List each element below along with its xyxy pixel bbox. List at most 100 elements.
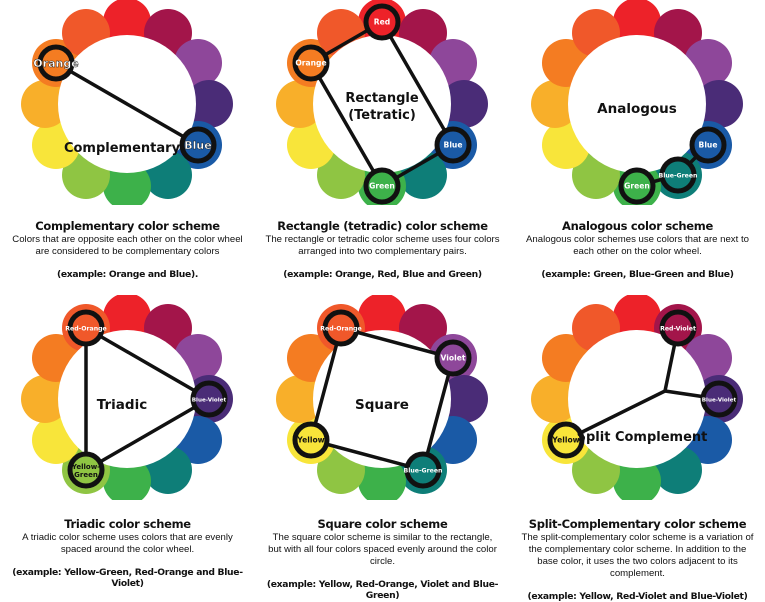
- rectangle-caption: Rectangle (tetradic) color scheme The re…: [255, 219, 510, 280]
- segment-label-blue: Blue: [444, 141, 463, 150]
- highlight-ring-yellow: [547, 421, 585, 459]
- segment-label-blue-green: Blue-Green: [404, 468, 443, 475]
- segment-label-blue-violet: Blue-Violet: [192, 398, 227, 404]
- analogous-title: Analogous color scheme: [562, 219, 713, 233]
- color-circle-green: [358, 457, 406, 500]
- square-caption: Square color scheme The square color sch…: [255, 517, 510, 601]
- split-complementary-example: (example: Yellow, Red-Violet and Blue-Vi…: [527, 591, 748, 602]
- segment-label-orange: Orange: [33, 57, 78, 70]
- wheel-center: [313, 330, 451, 468]
- highlight-ring-blue: [434, 126, 472, 164]
- rectangle-title: Rectangle (tetradic) color scheme: [277, 219, 488, 233]
- color-circle-green: [613, 457, 661, 500]
- segment-label-blue: Blue: [699, 141, 718, 150]
- center-label: Analogous: [597, 101, 677, 117]
- highlight-ring-orange: [292, 44, 330, 82]
- highlight-ring-orange: [37, 44, 75, 82]
- center-label: Square: [355, 397, 409, 413]
- highlight-ring-blue: [689, 126, 727, 164]
- color-circle-green: [103, 457, 151, 500]
- rectangle-description: The rectangle or tetradic color scheme u…: [265, 234, 500, 257]
- segment-label-yellow-green: Green: [74, 471, 98, 479]
- center-label: Rectangle: [345, 91, 419, 106]
- split-complementary-caption: Split-Complementary color scheme The spl…: [510, 517, 765, 602]
- segment-label-red-orange: Red-Orange: [320, 326, 361, 333]
- color-circle-yellow-orange: [21, 375, 69, 423]
- color-circle-yellow-orange: [276, 375, 324, 423]
- highlight-ring-yellow: [292, 421, 330, 459]
- square-example: (example: Yellow, Red-Orange, Violet and…: [266, 579, 499, 601]
- color-circle-blue-violet: [440, 80, 488, 128]
- segment-label-red: Red: [374, 18, 390, 27]
- complementary-title: Complementary color scheme: [35, 219, 220, 233]
- wheel-center: [313, 35, 451, 173]
- color-circle-yellow-orange: [531, 375, 579, 423]
- color-circle-red: [613, 295, 661, 341]
- complementary-caption: Complementary color scheme Colors that a…: [0, 219, 255, 280]
- highlight-ring-violet: [434, 339, 472, 377]
- highlight-ring-red-orange: [67, 309, 105, 347]
- highlight-ring-green: [363, 167, 401, 205]
- triadic-description: A triadic color scheme uses colors that …: [22, 532, 233, 555]
- scheme-shape: [84, 326, 211, 472]
- triadic-example: (example: Yellow-Green, Red-Orange and B…: [12, 567, 243, 589]
- highlight-ring-red-orange: [322, 309, 360, 347]
- complementary-example: (example: Orange and Blue).: [56, 269, 199, 280]
- analogous-caption: Analogous color scheme Analogous color s…: [510, 219, 765, 280]
- segment-label-blue-green: Blue-Green: [659, 173, 698, 180]
- highlight-ring-red: [363, 3, 401, 41]
- color-circle-yellow-orange: [21, 80, 69, 128]
- highlight-ring-blue-violet: [700, 380, 738, 418]
- color-circle-red: [103, 295, 151, 341]
- segment-label-green: Green: [369, 182, 395, 191]
- color-circle-green: [103, 162, 151, 205]
- color-circle-yellow-orange: [531, 80, 579, 128]
- segment-label-red-violet: Red-Violet: [660, 326, 696, 333]
- color-circle-yellow-orange: [276, 80, 324, 128]
- split-complementary-description: The split-complementary color scheme is …: [521, 532, 754, 579]
- split-complementary-title: Split-Complementary color scheme: [528, 517, 747, 531]
- analogous-description: Analogous color schemes use colors that …: [526, 234, 749, 257]
- segment-label-green: Green: [624, 182, 650, 191]
- highlight-ring-green: [618, 167, 656, 205]
- color-circle-red: [103, 0, 151, 46]
- color-circle-blue-violet: [185, 80, 233, 128]
- highlight-ring-blue-green: [404, 451, 442, 489]
- wheel-center: [58, 330, 196, 468]
- square-description: The square color scheme is similar to th…: [268, 532, 497, 567]
- rectangle-example: (example: Orange, Red, Blue and Green): [283, 269, 482, 280]
- triadic-caption: Triadic color scheme A triadic color sch…: [0, 517, 255, 589]
- wheel-center: [568, 330, 706, 468]
- highlight-ring-blue-green: [659, 156, 697, 194]
- segment-label-yellow-green: Yellow-: [71, 463, 100, 471]
- segment-label-yellow: Yellow: [296, 436, 324, 445]
- square-title: Square color scheme: [317, 517, 448, 531]
- center-label: Complementary: [64, 141, 181, 156]
- triadic-title: Triadic color scheme: [64, 517, 191, 531]
- highlight-ring-yellow-green: [67, 451, 105, 489]
- segment-label-red-orange: Red-Orange: [65, 326, 106, 333]
- segment-label-blue-violet: Blue-Violet: [702, 398, 737, 404]
- segment-label-violet: Violet: [441, 354, 466, 363]
- color-circle-red: [358, 295, 406, 341]
- complementary-description: Colors that are opposite each other on t…: [12, 234, 243, 257]
- scheme-line: [55, 61, 199, 147]
- highlight-ring-red-violet: [659, 309, 697, 347]
- highlight-ring-blue-violet: [190, 380, 228, 418]
- highlight-ring-blue: [179, 126, 217, 164]
- color-circle-blue-violet: [695, 80, 743, 128]
- center-label: Split Complement: [577, 430, 708, 445]
- center-label: Triadic: [97, 397, 147, 413]
